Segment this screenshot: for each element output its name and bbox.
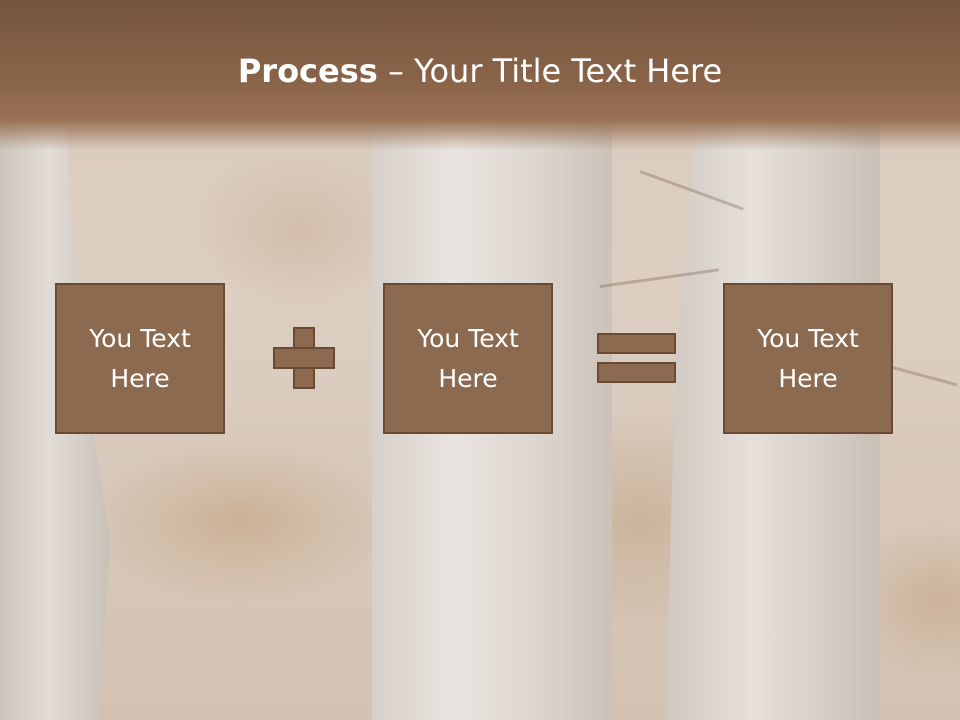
title-bar: Process – Your Title Text Here [0, 0, 960, 150]
equals-icon [597, 333, 676, 383]
process-step-1-text: You Text Here [89, 323, 191, 393]
title-bold-part: Process [237, 52, 378, 90]
title-rest-part: – Your Title Text Here [377, 52, 723, 90]
process-step-2-box[interactable]: You Text Here [383, 283, 553, 434]
plus-icon [273, 327, 335, 389]
process-result-text: You Text Here [757, 323, 859, 393]
process-result-box[interactable]: You Text Here [723, 283, 893, 434]
process-step-2-text: You Text Here [417, 323, 519, 393]
slide-title[interactable]: Process – Your Title Text Here [0, 52, 960, 90]
process-step-1-box[interactable]: You Text Here [55, 283, 225, 434]
